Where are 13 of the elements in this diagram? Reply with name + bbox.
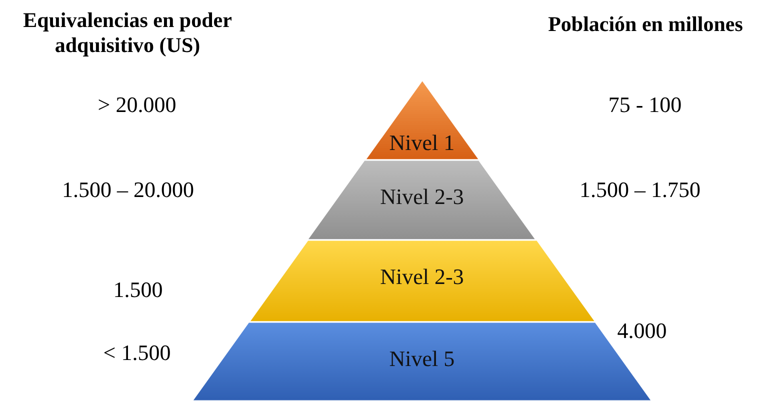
tier-label: Nivel 1	[388, 130, 456, 156]
value-label: 1.500	[112, 277, 164, 304]
value-label: 1.500 – 1.750	[578, 177, 702, 204]
column-heading: Población en millones	[547, 12, 744, 38]
value-label: 4.000	[616, 318, 668, 344]
value-label: > 20.000	[96, 92, 178, 118]
tier-label: Nivel 2-3	[379, 184, 465, 210]
tier-label: Nivel 2-3	[379, 264, 465, 290]
value-label: 1.500 – 20.000	[61, 177, 195, 204]
value-label: 75 - 100	[607, 92, 683, 118]
value-label: < 1.500	[102, 340, 172, 366]
column-heading: Equivalencias en poder adquisitivo (US)	[22, 8, 233, 58]
tier-label: Nivel 5	[388, 346, 456, 372]
